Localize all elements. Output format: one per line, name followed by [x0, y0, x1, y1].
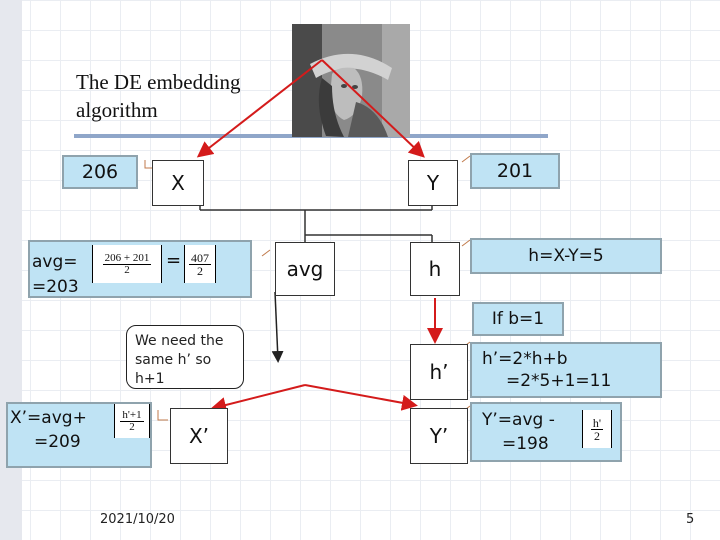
node-y-prime-label: Y’	[429, 424, 449, 448]
bracket-xprime	[157, 410, 168, 421]
title-line-1: The DE embedding	[76, 70, 241, 94]
avg-equals: =	[166, 250, 182, 271]
h-prime-line1: h’=2*h+b	[482, 349, 568, 369]
bracket-avg	[261, 249, 271, 257]
y-prime-equation-box: Y’=avg - =198 h' 2	[470, 402, 622, 462]
bracket-201	[461, 155, 471, 163]
y-prime-frac-num: h'	[590, 415, 604, 430]
avg-result: =203	[32, 277, 79, 297]
condition-text: If b=1	[491, 309, 545, 329]
avg-fraction-2: 407 2	[184, 245, 216, 283]
slide-title: The DE embedding algorithm	[76, 68, 296, 124]
x-prime-fraction: h'+1 2	[114, 404, 150, 438]
avg-equation-box: avg= =203 206 + 201 2 = 407 2	[28, 240, 252, 298]
page-number: 5	[686, 512, 695, 527]
bracket-h	[461, 239, 471, 247]
node-h-prime: h’	[410, 344, 468, 400]
node-x-prime: X’	[170, 408, 228, 464]
node-h: h	[410, 242, 460, 296]
arrow-to-yprime	[304, 384, 418, 411]
arrow-to-xprime	[210, 384, 306, 413]
avg-frac1-den: 2	[124, 263, 130, 276]
node-x-prime-label: X’	[188, 424, 210, 448]
h-prime-equation-box: h’=2*h+b =2*5+1=11	[470, 342, 662, 398]
avg-frac2-den: 2	[197, 263, 203, 278]
avg-frac2-num: 407	[189, 250, 211, 265]
h-equation-box: h=X-Y=5	[470, 238, 662, 274]
y-prime-line2: =198	[502, 434, 549, 454]
x-prime-frac-num: h'+1	[120, 408, 144, 422]
value-206-box: 206	[62, 155, 138, 189]
note-text: We need the same h’ so h+1	[135, 333, 224, 387]
y-prime-fraction: h' 2	[582, 410, 612, 448]
condition-box: If b=1	[472, 302, 564, 336]
arrow-avg-to-xprime	[271, 291, 284, 363]
value-201-box: 201	[470, 153, 560, 189]
avg-prefix: avg=	[32, 252, 78, 272]
node-x: X	[152, 160, 204, 206]
avg-frac1-num: 206 + 201	[102, 251, 152, 265]
node-avg-label: avg	[286, 257, 324, 281]
node-y-label: Y	[426, 171, 440, 195]
value-206: 206	[81, 161, 119, 183]
h-prime-line2: =2*5+1=11	[506, 371, 612, 391]
bracket-206	[144, 160, 152, 169]
avg-fraction-1: 206 + 201 2	[92, 245, 162, 283]
x-prime-line1: X’=avg+	[10, 408, 87, 428]
y-prime-frac-den: 2	[593, 428, 600, 443]
x-prime-frac-den: 2	[129, 420, 135, 433]
node-h-label: h	[428, 257, 442, 281]
footer-date: 2021/10/20	[100, 512, 175, 527]
arrow-image-to-x	[196, 59, 323, 158]
h-equation: h=X-Y=5	[528, 246, 604, 266]
node-y: Y	[408, 160, 458, 206]
y-prime-line1: Y’=avg -	[482, 410, 555, 430]
node-avg: avg	[275, 242, 335, 296]
node-x-label: X	[171, 171, 185, 195]
arrow-image-to-y	[321, 59, 425, 158]
node-h-prime-label: h’	[429, 360, 449, 384]
x-prime-equation-box: X’=avg+ =209 h'+1 2	[6, 402, 152, 468]
note-callout: We need the same h’ so h+1	[126, 325, 244, 389]
node-y-prime: Y’	[410, 408, 468, 464]
title-line-2: algorithm	[76, 98, 158, 122]
x-prime-line2: =209	[34, 432, 81, 452]
value-201: 201	[496, 160, 534, 182]
